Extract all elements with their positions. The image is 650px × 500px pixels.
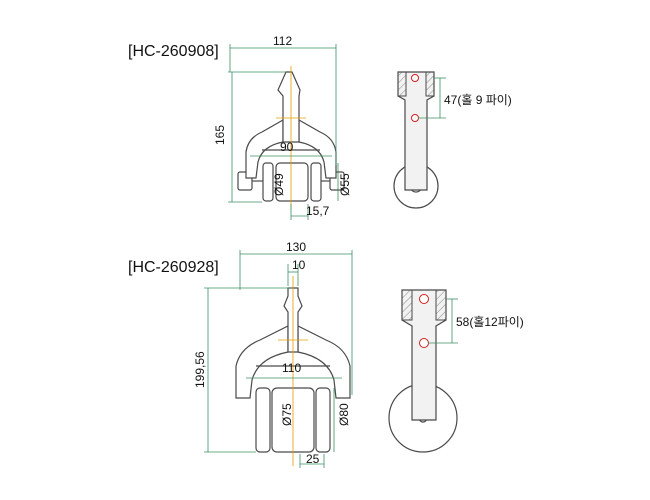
top-dimensions: 112 165 90 Ø49 Ø55 15,7 <box>213 34 352 220</box>
bottom-front-view <box>235 276 351 466</box>
top-dim-wheel-a: Ø49 <box>272 173 286 196</box>
top-dim-height: 165 <box>213 125 227 145</box>
top-front-view <box>237 66 345 210</box>
bottom-side-view: 58(홀12파이) <box>388 289 524 453</box>
top-dim-holes: 47(홀 9 파이) <box>444 93 512 107</box>
bottom-dim-wheel-a: Ø75 <box>280 403 294 426</box>
top-dim-inner-width: 90 <box>280 140 294 154</box>
top-side-view: 47(홀 9 파이) <box>393 71 512 209</box>
top-dim-width: 112 <box>273 34 292 48</box>
top-model-title: [HC-260908] <box>128 43 219 60</box>
bottom-dim-inner-width: 110 <box>282 361 301 375</box>
bottom-dim-top: 10 <box>292 258 306 272</box>
bottom-dim-holes: 58(홀12파이) <box>456 315 524 329</box>
bottom-dim-width: 130 <box>286 240 306 254</box>
top-dim-wheel-width: 15,7 <box>306 204 330 218</box>
bottom-model-title: [HC-260928] <box>128 259 219 276</box>
top-dim-wheel-b: Ø55 <box>338 173 352 196</box>
bottom-dim-wheel-b: Ø80 <box>337 403 351 426</box>
bottom-dim-height: 199,56 <box>193 351 207 388</box>
bottom-dim-wheel-width: 25 <box>306 452 320 466</box>
bottom-dimensions: 130 10 199,56 110 Ø75 Ø80 25 <box>193 240 353 468</box>
